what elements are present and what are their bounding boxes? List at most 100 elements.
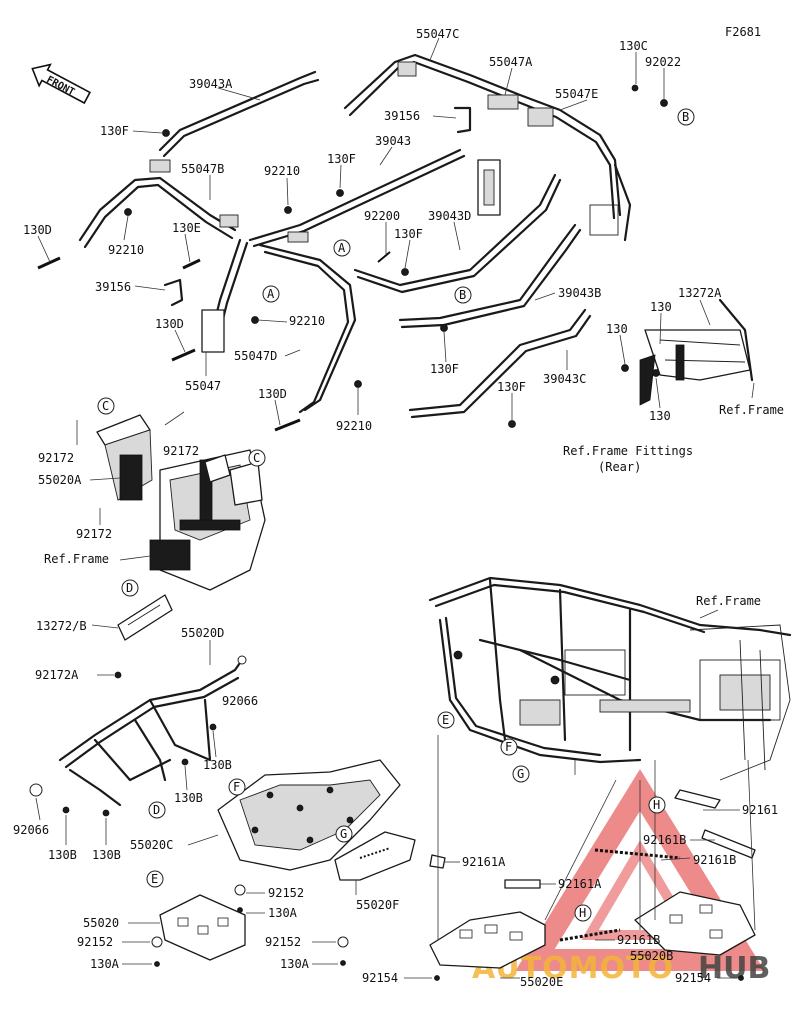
callout-A: A <box>333 239 351 257</box>
svg-text:F: F <box>505 740 512 754</box>
part-label: 130F <box>497 380 526 394</box>
callout-C: C <box>248 449 266 467</box>
part-label: 92161B <box>693 853 736 867</box>
svg-text:E: E <box>442 713 449 727</box>
part-label: 130F <box>394 227 423 241</box>
callout-circles: A A B B C C D D E E F F G G H H <box>97 108 695 922</box>
part-label: 55020 <box>83 916 119 930</box>
callout-D: D <box>121 579 139 597</box>
svg-text:D: D <box>153 803 160 817</box>
main-frame <box>428 576 792 781</box>
part-label: 130 <box>606 322 628 336</box>
callout-F: F <box>228 778 246 796</box>
ref-label: Ref.Frame <box>44 552 109 566</box>
part-label: 55047B <box>181 162 224 176</box>
part-label: 130B <box>174 791 203 805</box>
part-label: 92210 <box>108 243 144 257</box>
part-label: 92066 <box>222 694 258 708</box>
part-label: 92152 <box>77 935 113 949</box>
callout-H: H <box>574 904 592 922</box>
svg-text:C: C <box>102 399 109 413</box>
part-label: 55047C <box>416 27 459 41</box>
part-label: 130C <box>619 39 648 53</box>
part-label: 92161A <box>462 855 506 869</box>
part-label: 130A <box>268 906 298 920</box>
part-label: 39043C <box>543 372 586 386</box>
svg-text:A: A <box>267 287 275 301</box>
part-label: 55020D <box>181 626 224 640</box>
ref-label: Ref.Frame <box>696 594 761 608</box>
part-label: 92172A <box>35 668 79 682</box>
figure-code: F2681 <box>725 25 761 39</box>
part-label: 39043D <box>428 209 471 223</box>
callout-C: C <box>97 397 115 415</box>
part-label: 55047A <box>489 55 533 69</box>
callout-B: B <box>677 108 695 126</box>
part-label: 39043B <box>558 286 601 300</box>
front-arrow-icon: FRONT <box>31 63 92 105</box>
part-label: 39043A <box>189 77 233 91</box>
part-label: 92161B <box>617 933 660 947</box>
svg-text:D: D <box>126 581 133 595</box>
part-label: 55020E <box>520 975 563 989</box>
skid-plates <box>151 759 756 981</box>
callout-H: H <box>648 796 666 814</box>
part-label: 92022 <box>645 55 681 69</box>
svg-text:H: H <box>653 798 660 812</box>
part-label: 130D <box>258 387 287 401</box>
part-label: 55047D <box>234 349 277 363</box>
part-label: 92161A <box>558 877 602 891</box>
part-label: 39156 <box>95 280 131 294</box>
svg-text:G: G <box>517 767 524 781</box>
svg-text:F: F <box>233 780 240 794</box>
front-bumper-frame <box>29 655 247 817</box>
svg-text:G: G <box>340 827 347 841</box>
ref-label: Ref.Frame Fittings <box>563 444 693 458</box>
svg-text:C: C <box>253 451 260 465</box>
svg-text:E: E <box>151 872 158 886</box>
part-label: 130B <box>92 848 121 862</box>
svg-text:H: H <box>579 906 586 920</box>
part-label: 130D <box>23 223 52 237</box>
fasteners-top <box>37 84 668 432</box>
part-label: 92210 <box>336 419 372 433</box>
callout-D: D <box>148 801 166 819</box>
callout-G: G <box>512 765 530 783</box>
part-label: 130B <box>48 848 77 862</box>
part-label: 130A <box>280 957 310 971</box>
callout-B: B <box>454 286 472 304</box>
callout-F: F <box>500 738 518 756</box>
svg-text:A: A <box>338 241 346 255</box>
part-label: 92210 <box>289 314 325 328</box>
watermark-text-hub: HUB <box>698 951 770 986</box>
part-label: 130F <box>327 152 356 166</box>
part-label: 92152 <box>268 886 304 900</box>
part-label: 55047 <box>185 379 221 393</box>
part-label: 92154 <box>675 971 711 985</box>
part-label: 55047E <box>555 87 598 101</box>
callout-G: G <box>335 825 353 843</box>
part-label: 39156 <box>384 109 420 123</box>
callout-E: E <box>146 870 164 888</box>
part-label: 92172 <box>163 444 199 458</box>
part-label: 92161 <box>742 803 778 817</box>
part-label: 92200 <box>364 209 400 223</box>
part-label: 130D <box>155 317 184 331</box>
part-label: 92210 <box>264 164 300 178</box>
rear-frame-fittings <box>639 298 754 406</box>
svg-text:B: B <box>682 110 689 124</box>
reference-labels: Ref.Frame Ref.Frame Fittings (Rear) Ref.… <box>44 403 784 608</box>
part-label: 130 <box>650 300 672 314</box>
part-label: 130E <box>172 221 201 235</box>
part-label: 55020B <box>630 949 673 963</box>
part-label: 130F <box>430 362 459 376</box>
part-label: 92152 <box>265 935 301 949</box>
part-label: 55020C <box>130 838 173 852</box>
part-label: 92154 <box>362 971 398 985</box>
part-label: 39043 <box>375 134 411 148</box>
roll-cage-tubes <box>78 53 632 419</box>
leader-lines <box>35 37 756 979</box>
part-label: 92161B <box>643 833 686 847</box>
part-label: 92172 <box>38 451 74 465</box>
